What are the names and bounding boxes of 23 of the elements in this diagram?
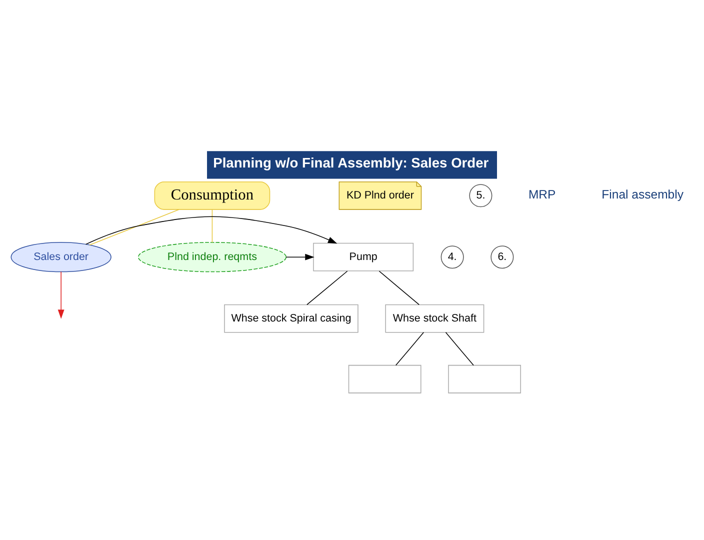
node-box	[348, 364, 422, 393]
node-ellipse: Sales order	[10, 241, 112, 272]
connector	[395, 332, 424, 366]
node-box: Whse stock Shaft	[385, 304, 484, 332]
diagram-title: Planning w/o Final Assembly: Sales Order	[213, 155, 489, 170]
arrow	[85, 216, 338, 244]
node-box	[448, 364, 521, 393]
connector	[212, 208, 213, 242]
connector	[445, 332, 474, 366]
connector	[89, 208, 180, 245]
node-circle: 4.	[440, 245, 464, 268]
arrow	[286, 253, 314, 260]
label: MRP	[528, 187, 556, 202]
node-box: Pump	[313, 242, 414, 271]
node-circle: 5.	[469, 184, 492, 207]
label: Final assembly	[602, 187, 684, 202]
connector	[306, 270, 348, 305]
arrow	[58, 270, 64, 318]
node-ellipse: Plnd indep. reqmts	[138, 241, 286, 272]
connector	[378, 270, 420, 305]
node-box: Whse stock Spiral casing	[224, 304, 358, 332]
node-circle: 6.	[490, 245, 514, 268]
node-box: Consumption	[154, 180, 270, 210]
